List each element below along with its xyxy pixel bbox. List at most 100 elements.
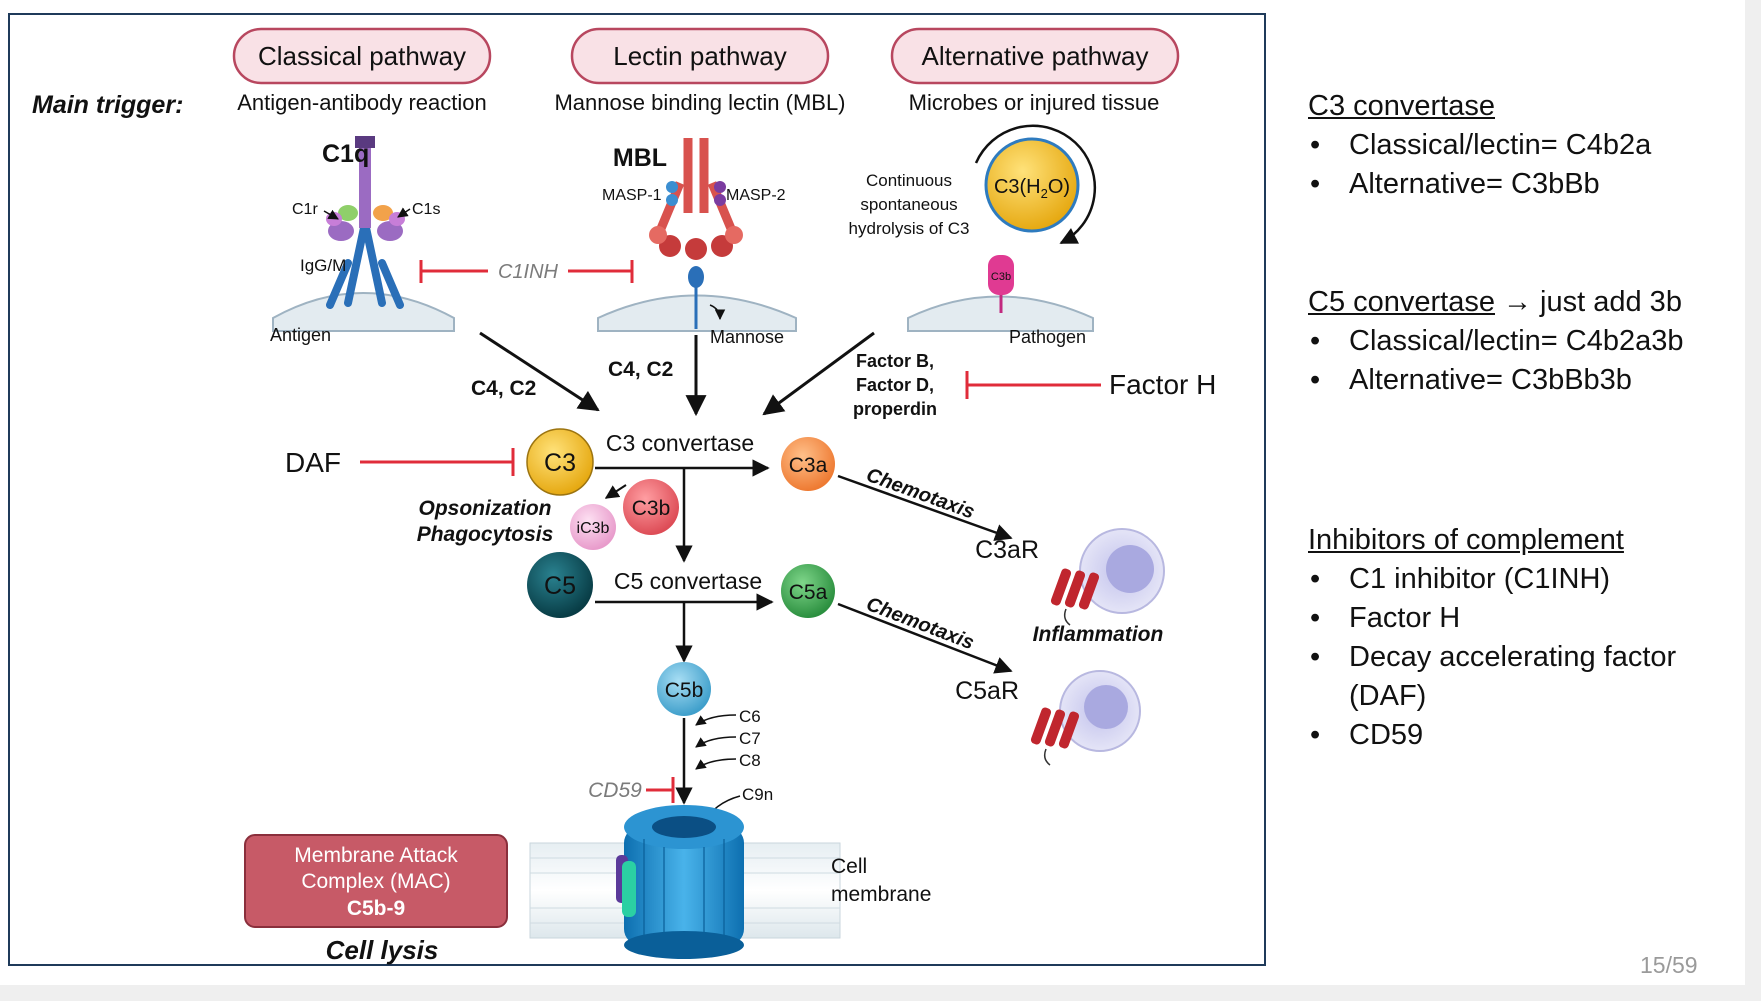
hydrolysis-line-3: hydrolysis of C3 bbox=[849, 219, 970, 238]
mbl-label: MBL bbox=[613, 144, 667, 172]
list-item: Factor H bbox=[1308, 599, 1728, 638]
c5-convertase-heading-extra: → just add 3b bbox=[1503, 285, 1682, 318]
masp2-label: MASP-2 bbox=[726, 187, 786, 204]
c3-node bbox=[526, 428, 594, 496]
factor-h-label: Factor H bbox=[1109, 369, 1216, 400]
hydrolysis-line-2: spontaneous bbox=[860, 195, 957, 214]
pathway-arrows bbox=[479, 331, 875, 417]
daf-inhibitor: DAF bbox=[285, 447, 515, 478]
alternative-pathway-pill: Alternative pathway bbox=[890, 27, 1180, 85]
c5-convertase-list: Classical/lectin= C4b2a3b Alternative= C… bbox=[1308, 322, 1684, 400]
lectin-pathway-label: Lectin pathway bbox=[613, 41, 786, 71]
inflammation-label: Inflammation bbox=[1033, 623, 1164, 646]
pathogen-label: Pathogen bbox=[1009, 327, 1086, 347]
alternative-trigger: Microbes or injured tissue bbox=[909, 90, 1160, 115]
igg-label: IgG/M bbox=[300, 256, 346, 275]
phagocytosis-label: Phagocytosis bbox=[417, 523, 554, 546]
cell-lysis-label: Cell lysis bbox=[326, 935, 439, 965]
classical-pathway-label: Classical pathway bbox=[258, 41, 466, 71]
classical-illustration: C1q C1r C1s IgG/M Antigen bbox=[270, 136, 455, 345]
inhibitors-heading: Inhibitors of complement bbox=[1308, 523, 1624, 556]
inhibitors-section: Inhibitors of complement C1 inhibitor (C… bbox=[1308, 520, 1728, 756]
c3a-node bbox=[781, 437, 835, 491]
main-trigger-label: Main trigger: bbox=[32, 91, 183, 119]
c5b-node bbox=[657, 662, 711, 716]
list-item: Classical/lectin= C4b2a bbox=[1308, 126, 1651, 165]
opsonization-label: Opsonization bbox=[419, 497, 552, 520]
viewer-right-margin bbox=[1745, 0, 1761, 985]
c3ar-cell bbox=[1050, 528, 1165, 626]
antigen-label: Antigen bbox=[270, 325, 331, 345]
factors-line-2: Factor D, bbox=[856, 375, 934, 395]
c4c2-mid-label: C4, C2 bbox=[608, 358, 673, 381]
c5b-label: C5b bbox=[665, 679, 704, 702]
c3b-node bbox=[623, 479, 679, 535]
factors-line-3: properdin bbox=[853, 399, 937, 419]
c9n-label: C9n bbox=[742, 785, 773, 804]
viewer-bottom-margin bbox=[0, 985, 1761, 1001]
c3b-label: C3b bbox=[632, 497, 671, 520]
c5-convertase-section: C5 convertase → just add 3b Classical/le… bbox=[1308, 282, 1684, 401]
c3ar-label: C3aR bbox=[975, 536, 1039, 564]
list-item: Alternative= C3bBb3b bbox=[1308, 361, 1684, 400]
lectin-pathway-pill: Lectin pathway bbox=[570, 27, 830, 85]
classical-trigger: Antigen-antibody reaction bbox=[237, 90, 487, 115]
c5ar-label: C5aR bbox=[955, 677, 1019, 705]
list-item: CD59 bbox=[1308, 716, 1728, 755]
c5a-label: C5a bbox=[789, 581, 828, 604]
mac-box: Membrane Attack Complex (MAC) C5b-9 bbox=[244, 834, 508, 928]
c3-convertase-label: C3 convertase bbox=[606, 430, 754, 456]
c1q-label: C1q bbox=[322, 140, 369, 168]
c3-convertase-list: Classical/lectin= C4b2a Alternative= C3b… bbox=[1308, 126, 1651, 204]
c8-label: C8 bbox=[739, 751, 761, 770]
factors-line-1: Factor B, bbox=[856, 351, 934, 371]
c5-convertase-label: C5 convertase bbox=[614, 568, 762, 594]
mac-line-1: Membrane Attack bbox=[294, 844, 458, 867]
c5-label: C5 bbox=[544, 572, 576, 600]
hydrolysis-line-1: Continuous bbox=[866, 171, 952, 190]
ic3b-label: iC3b bbox=[577, 520, 610, 537]
lectin-trigger: Mannose binding lectin (MBL) bbox=[554, 90, 845, 115]
c3-convertase-section: C3 convertase Classical/lectin= C4b2a Al… bbox=[1308, 86, 1651, 205]
mannose-label: Mannose bbox=[710, 327, 784, 347]
chemotaxis-2-label: Chemotaxis bbox=[863, 593, 977, 654]
c3b-small-label: C3b bbox=[991, 271, 1011, 283]
c6-label: C6 bbox=[739, 707, 761, 726]
c3-label: C3 bbox=[544, 449, 576, 477]
lectin-illustration: MBL MASP-1 MASP-2 Mannose bbox=[597, 138, 797, 347]
c3h2o-circle bbox=[984, 137, 1080, 233]
c5ar-cell bbox=[1030, 670, 1141, 766]
c5-node bbox=[527, 552, 593, 618]
mac-line-3: C5b-9 bbox=[347, 897, 405, 920]
c1inh-inhibitor: C1INH bbox=[419, 260, 634, 283]
list-item: Classical/lectin= C4b2a3b bbox=[1308, 322, 1684, 361]
c3h2o-label: C3(H2O) bbox=[994, 176, 1070, 201]
c5a-node bbox=[781, 564, 835, 618]
c7-label: C7 bbox=[739, 729, 761, 748]
mac-pore-icon bbox=[616, 805, 744, 959]
ic3b-node bbox=[570, 504, 616, 550]
c1inh-label: C1INH bbox=[498, 261, 559, 283]
hydrolysis-arrow bbox=[974, 124, 1097, 245]
c1s-label: C1s bbox=[412, 201, 440, 218]
c5-convertase-heading: C5 convertase bbox=[1308, 285, 1495, 318]
alternative-pathway-label: Alternative pathway bbox=[922, 41, 1149, 71]
factor-h-inhibitor: Factor H bbox=[965, 369, 1216, 400]
list-item: Alternative= C3bBb bbox=[1308, 165, 1651, 204]
classical-pathway-pill: Classical pathway bbox=[232, 27, 492, 85]
cd59-label: CD59 bbox=[588, 779, 642, 802]
inhibitors-list: C1 inhibitor (C1INH) Factor H Decay acce… bbox=[1308, 560, 1728, 755]
complement-diagram: Classical pathway Lectin pathway Alterna… bbox=[32, 27, 1216, 965]
cell-membrane-label-2: membrane bbox=[831, 883, 931, 906]
mac-line-2: Complex (MAC) bbox=[301, 870, 450, 893]
daf-label: DAF bbox=[285, 447, 341, 478]
page-number: 15/59 bbox=[1640, 952, 1698, 978]
list-item: Decay accelerating factor (DAF) bbox=[1308, 638, 1728, 716]
alternative-illustration: C3b C3(H2O) Continuous spontaneous hydro… bbox=[849, 124, 1097, 347]
c3-convertase-heading: C3 convertase bbox=[1308, 89, 1495, 122]
cell-membrane-label-1: Cell bbox=[831, 855, 867, 878]
c1r-label: C1r bbox=[292, 201, 318, 218]
c3a-label: C3a bbox=[789, 454, 828, 477]
masp1-label: MASP-1 bbox=[602, 187, 662, 204]
list-item: C1 inhibitor (C1INH) bbox=[1308, 560, 1728, 599]
